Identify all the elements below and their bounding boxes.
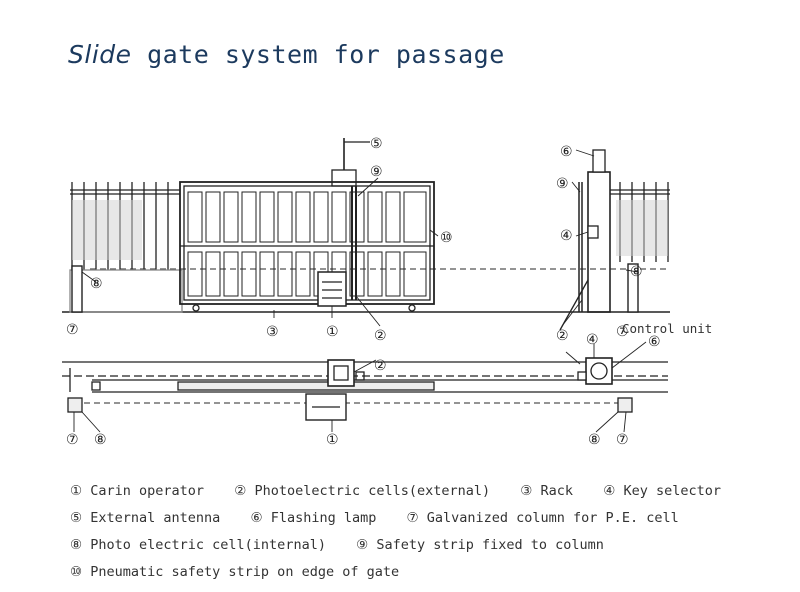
legend-number: ⑦ [406, 510, 419, 526]
callout-8-right: ⑧ [630, 264, 643, 280]
callout-2: ② [374, 328, 387, 344]
legend-number: ② [234, 483, 247, 499]
legend-text: Photo electric cell(internal) [90, 537, 326, 553]
legend-text: Galvanized column for P.E. cell [426, 510, 679, 526]
callout-2-right: ② [556, 328, 569, 344]
callout-8-plan-right: ⑧ [588, 432, 601, 448]
legend-item: ③ Rack [520, 478, 573, 505]
callout-7-plan-right: ⑦ [616, 432, 629, 448]
callout-7-right: ⑦ [616, 324, 629, 340]
antenna-post [331, 138, 370, 300]
legend-row: ① Carin operator ② Photoelectric cells(e… [70, 478, 743, 505]
callout-1: ① [326, 324, 339, 340]
right-fence [610, 182, 670, 262]
callout-7: ⑦ [66, 322, 79, 338]
legend-item: ④ Key selector [603, 478, 721, 505]
legend-item: ① Carin operator [70, 478, 204, 505]
legend-number: ⑩ [70, 564, 83, 580]
gate-diagram: ⑤ ⑨ ⑩ ⑧ ⑦ ③ ① ② ⑥ ⑨ ④ ⑧ ② ⑦ ② ④ ⑥ ① ⑦ ⑧ … [62, 136, 712, 448]
callout-8: ⑧ [90, 276, 103, 292]
callout-6-plan: ⑥ [648, 334, 661, 350]
legend-item: ⑨ Safety strip fixed to column [356, 532, 604, 559]
legend-text: Photoelectric cells(external) [254, 483, 491, 499]
callout-10: ⑩ [440, 230, 453, 246]
legend-number: ⑤ [70, 510, 83, 526]
legend-text: Pneumatic safety strip on edge of gate [90, 564, 400, 580]
callout-2-plan: ② [374, 358, 387, 374]
legend-text: Carin operator [90, 483, 205, 499]
legend-row: ⑤ External antenna ⑥ Flashing lamp ⑦ Gal… [70, 505, 743, 532]
legend-number: ⑨ [356, 537, 369, 553]
callout-8-plan: ⑧ [94, 432, 107, 448]
title-rest: gate system for passage [131, 40, 505, 69]
left-fence [69, 182, 183, 313]
callout-7-plan: ⑦ [66, 432, 79, 448]
sliding-gate [179, 181, 435, 312]
callout-5: ⑤ [370, 136, 383, 152]
legend-text: Safety strip fixed to column [376, 537, 604, 553]
callout-9: ⑨ [370, 164, 383, 180]
legend-item: ⑩ Pneumatic safety strip on edge of gate [70, 559, 399, 586]
legend-item: ⑤ External antenna [70, 505, 220, 532]
legend-text: External antenna [90, 510, 221, 526]
legend-row: ⑧ Photo electric cell(internal) ⑨ Safety… [70, 532, 743, 559]
receiving-column [559, 149, 611, 331]
legend-number: ③ [520, 483, 533, 499]
legend-number: ⑥ [250, 510, 263, 526]
callout-3: ③ [266, 324, 279, 340]
callout-6: ⑥ [560, 144, 573, 160]
callout-9-right: ⑨ [556, 176, 569, 192]
legend-item: ⑥ Flashing lamp [250, 505, 376, 532]
legend-row: ⑩ Pneumatic safety strip on edge of gate [70, 559, 743, 586]
legend-number: ④ [603, 483, 616, 499]
legend-item: ⑧ Photo electric cell(internal) [70, 532, 326, 559]
control-unit-label: Control unit [622, 321, 712, 336]
callout-4: ④ [560, 228, 573, 244]
legend-number: ⑧ [70, 537, 83, 553]
callout-1-plan: ① [326, 432, 339, 448]
legend-item: ⑦ Galvanized column for P.E. cell [407, 505, 679, 532]
page-title: Slide gate system for passage [68, 40, 505, 69]
legend-number: ① [70, 483, 83, 499]
callout-4-plan: ④ [586, 332, 599, 348]
title-emphasis: Slide [68, 40, 132, 69]
legend: ① Carin operator ② Photoelectric cells(e… [70, 478, 743, 586]
legend-text: Rack [540, 483, 574, 499]
operator-motor [317, 271, 347, 307]
legend-text: Key selector [623, 483, 721, 499]
legend-text: Flashing lamp [270, 510, 377, 526]
legend-item: ② Photoelectric cells(external) [234, 478, 490, 505]
